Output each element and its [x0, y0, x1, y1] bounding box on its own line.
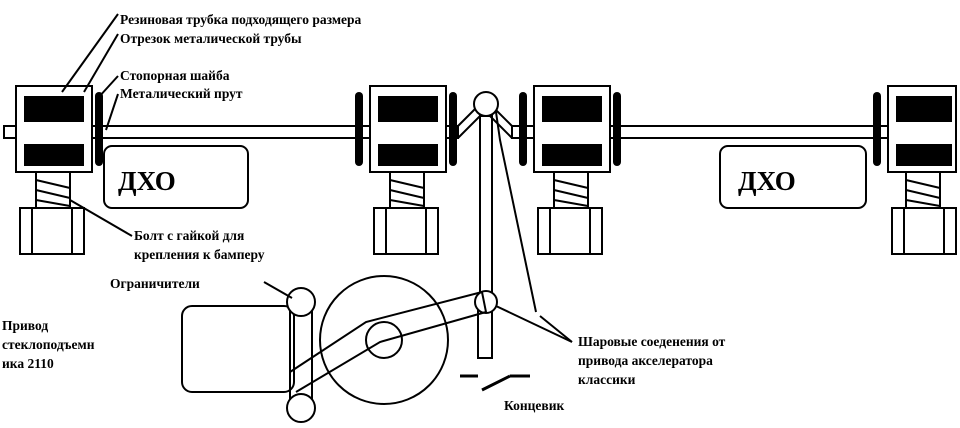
limiter-bottom — [286, 393, 316, 423]
leader-lines — [61, 13, 573, 343]
drl-left-label: ДХО — [118, 166, 176, 196]
end-switch — [460, 374, 530, 392]
label-bolt-line2: крепления к бамперу — [134, 247, 265, 262]
label-bolt-line1: Болт с гайкой для — [134, 228, 244, 243]
pull-wire — [495, 111, 537, 313]
label-endswitch: Концевик — [504, 398, 564, 413]
limiter-top — [286, 287, 316, 317]
label-ball-line1: Шаровые соеденения от — [578, 334, 726, 349]
label-drive-line2: стеклоподъемн — [2, 337, 95, 352]
pivot-assembly — [473, 91, 537, 359]
label-limiters: Ограничители — [110, 276, 200, 291]
label-drive-line3: ика 2110 — [2, 356, 54, 371]
label-metal-pipe: Отрезок металической трубы — [120, 31, 302, 46]
label-drive-line1: Привод — [2, 318, 48, 333]
drl-right-label: ДХО — [738, 166, 796, 196]
label-ball-line2: привода акселератора — [578, 353, 713, 368]
lock-washer — [95, 92, 103, 166]
mount-unit-3 — [519, 85, 621, 255]
label-lock-washer: Стопорная шайба — [120, 68, 230, 83]
mount-unit-2 — [355, 85, 457, 255]
drl-right: ДХО — [719, 145, 867, 209]
label-rubber-tube: Резиновая трубка подходящего размера — [120, 12, 362, 27]
window-regulator-drive — [181, 275, 488, 423]
mount-unit-4 — [873, 85, 957, 255]
drl-left: ДХО — [103, 145, 249, 209]
label-ball-line3: классики — [578, 372, 636, 387]
mount-unit-1 — [15, 85, 103, 255]
label-metal-rod: Металический прут — [120, 86, 243, 101]
